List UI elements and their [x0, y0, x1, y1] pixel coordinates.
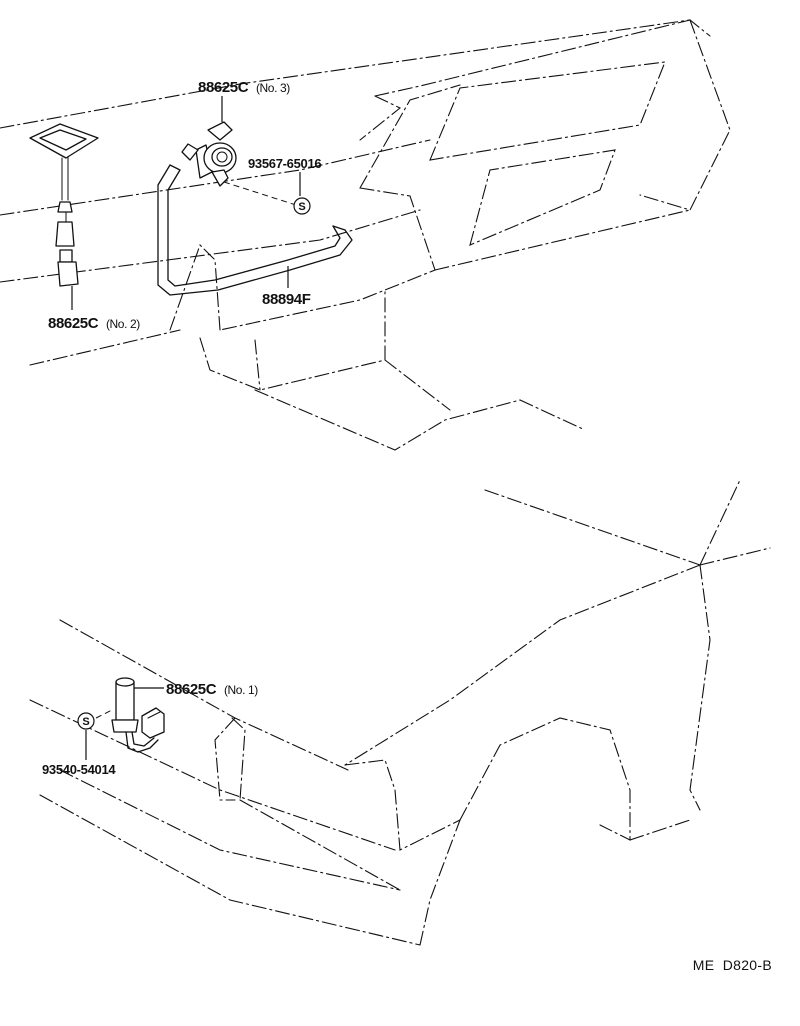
part-88894f-hose[interactable] [157, 164, 353, 296]
svg-text:88625C (No. 3): 88625C (No. 3) [198, 79, 290, 96]
label-88625c-no2: 88625C (No. 2) [48, 315, 141, 332]
part-88625c-no3[interactable] [181, 121, 237, 187]
s-mark-upper: S [293, 197, 311, 215]
svg-text:S: S [82, 716, 89, 728]
label-93540-54014: 93540-54014 [42, 762, 117, 777]
label-88625c-no2-number: 88625C [48, 315, 99, 332]
s-mark-lower: S [77, 712, 95, 730]
label-88625c-no3-suffix: (No. 3) [256, 81, 290, 95]
diagram-code: ME D820-B [693, 957, 772, 973]
label-88625c-no3-number: 88625C [198, 79, 249, 96]
label-88894f: 88894F [262, 291, 311, 308]
part-88625c-no2[interactable] [29, 123, 99, 287]
svg-text:88625C (No. 1): 88625C (No. 1) [166, 681, 258, 698]
leader-lines-lower [85, 687, 164, 760]
svg-text:93567-65016: 93567-65016 [248, 156, 321, 171]
label-88625c-no2-suffix: (No. 2) [106, 317, 140, 331]
label-93567-65016: 93567-65016 [248, 156, 322, 171]
label-88625c-no1-number: 88625C [166, 681, 217, 698]
rear-body-outline [0, 19, 731, 451]
svg-text:88894F: 88894F [262, 291, 311, 308]
leader-lines-upper [71, 96, 301, 310]
svg-text:ME D820-B: ME D820-B [693, 957, 772, 973]
label-88625c-no1: 88625C (No. 1) [166, 681, 259, 698]
front-body-outline [29, 479, 771, 946]
svg-text:88625C (No. 2): 88625C (No. 2) [48, 315, 140, 332]
label-88625c-no3: 88625C (No. 3) [198, 79, 291, 96]
svg-text:93540-54014: 93540-54014 [42, 762, 116, 777]
part-88625c-no1[interactable] [95, 677, 165, 753]
svg-text:S: S [298, 201, 305, 213]
label-88625c-no1-suffix: (No. 1) [224, 683, 258, 697]
